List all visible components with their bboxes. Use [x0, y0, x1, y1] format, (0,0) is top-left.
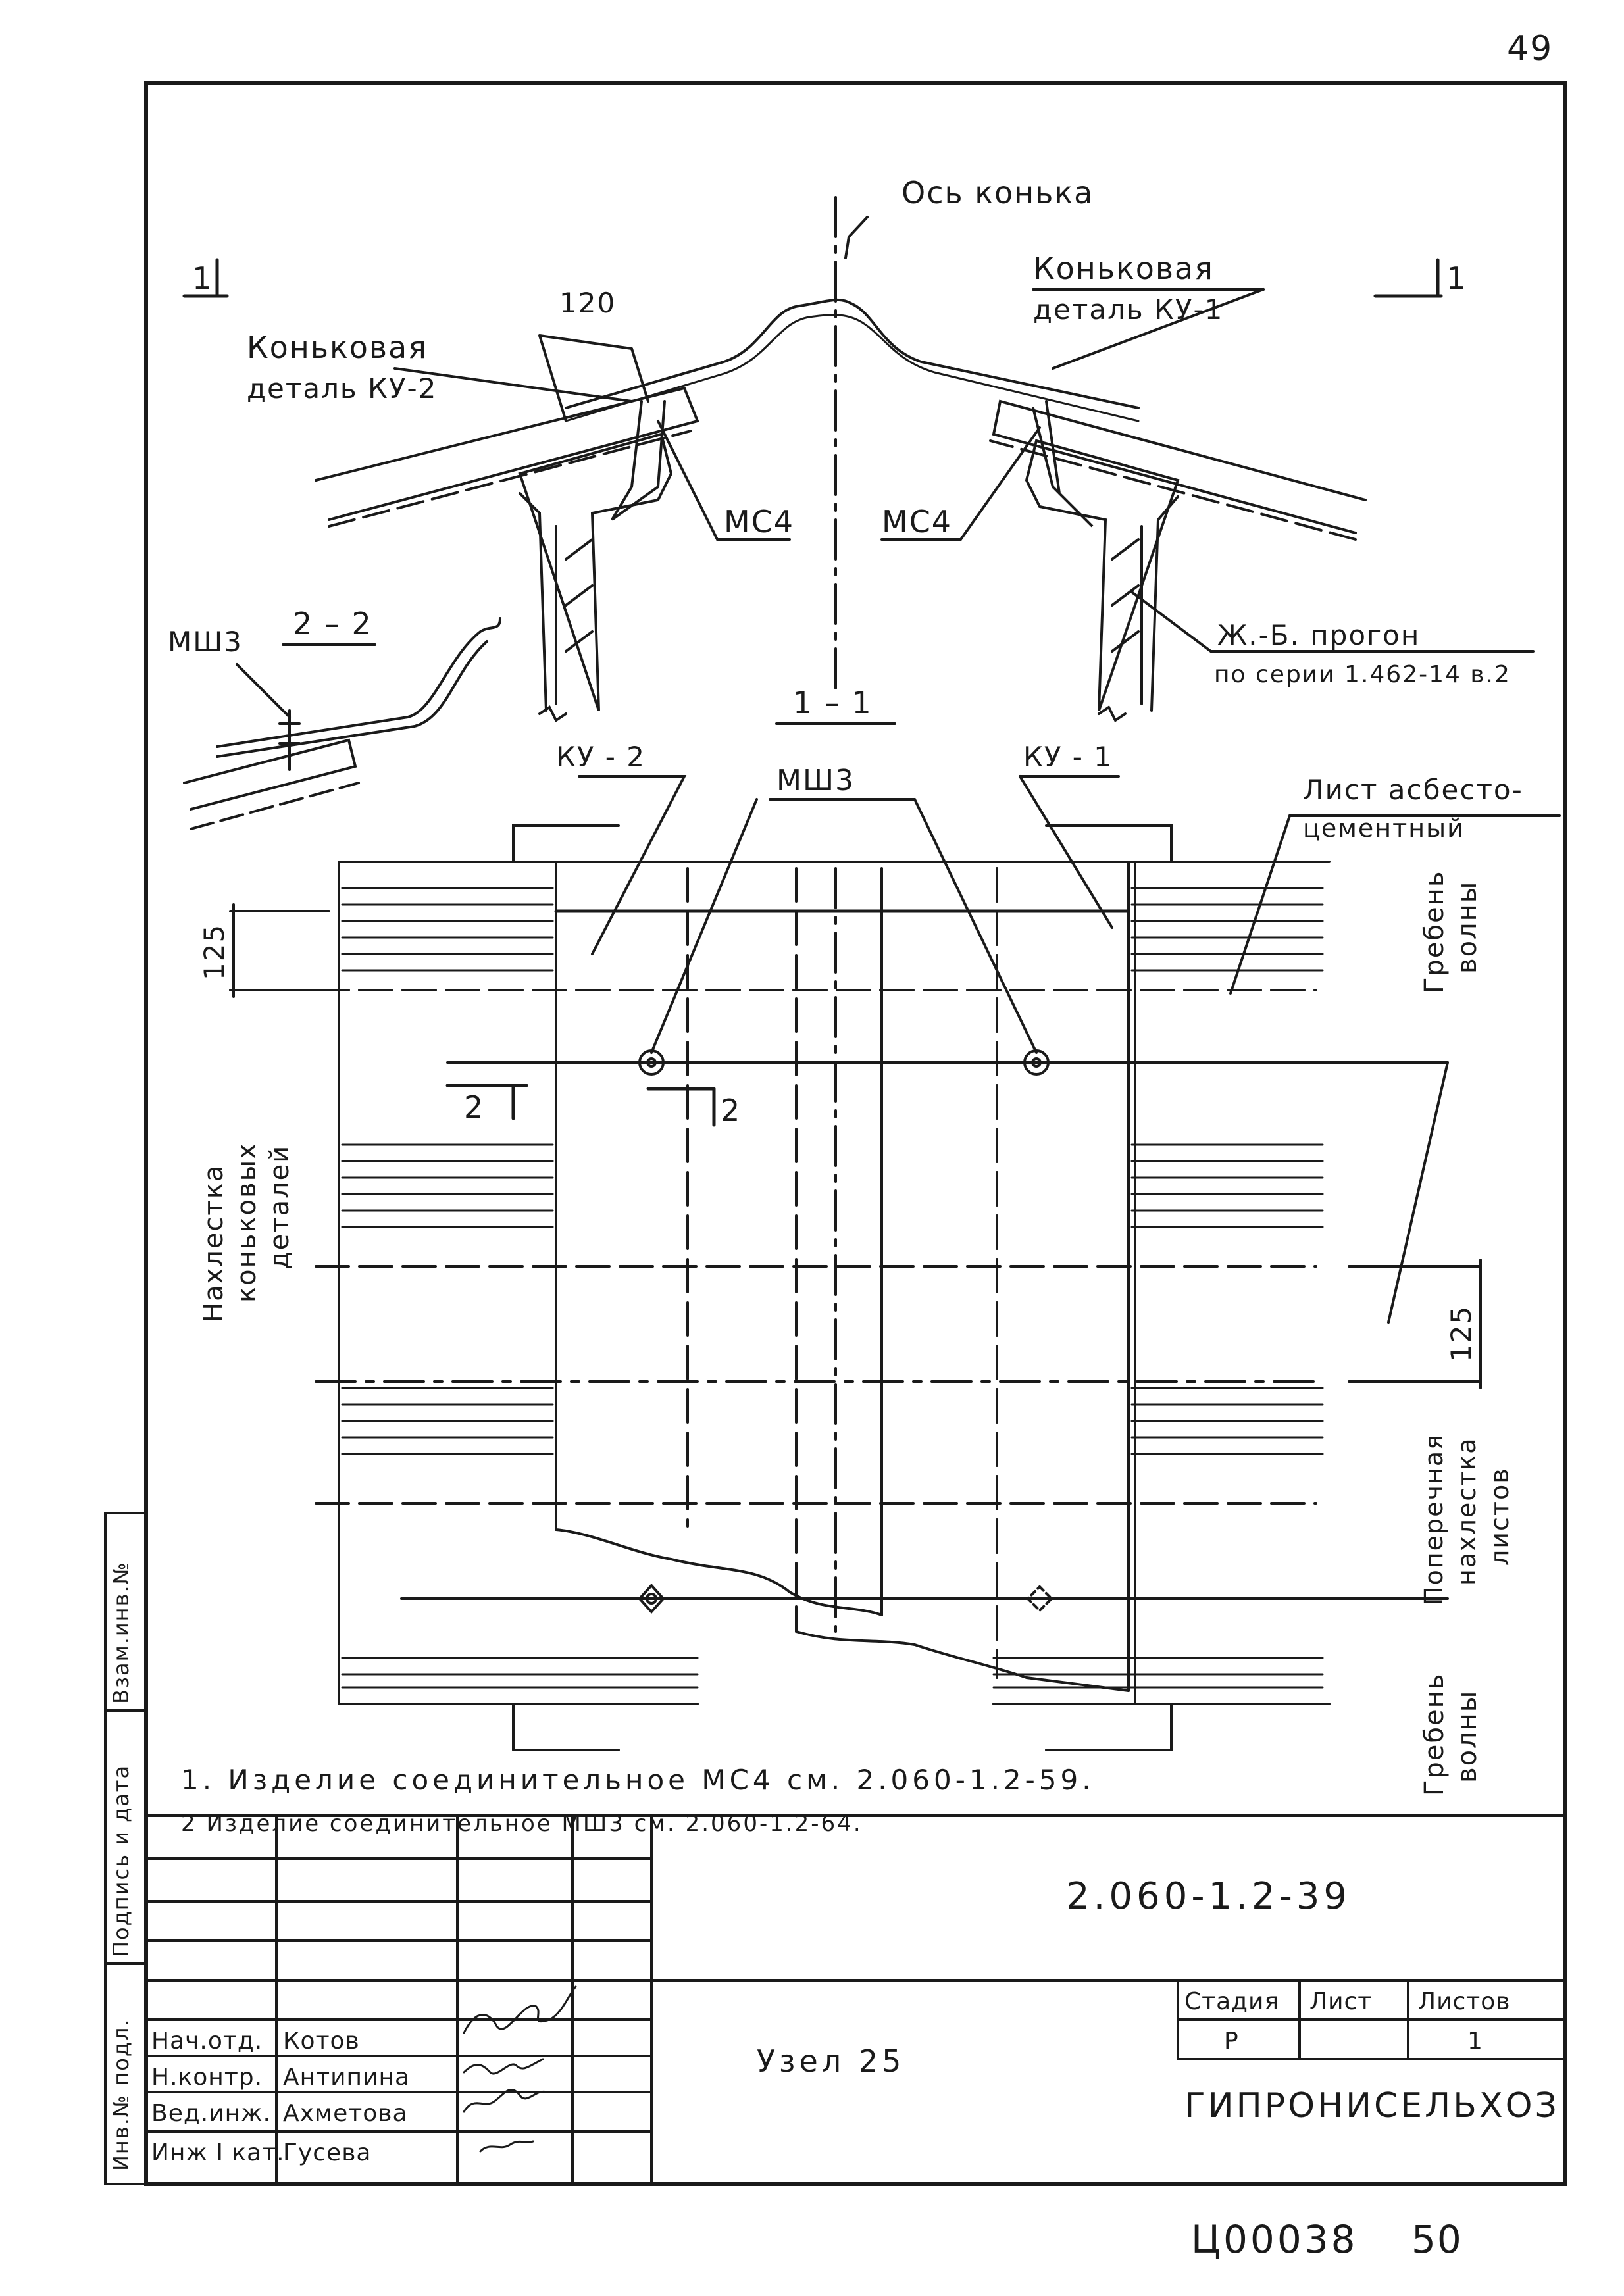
- left-roof-sheet: [315, 386, 699, 521]
- staff-name: Антипина: [283, 2064, 411, 2091]
- section-mark-left: 1: [192, 261, 213, 296]
- sheet-label-line2: цементный: [1303, 814, 1465, 843]
- staff-role: Вед.инж.: [151, 2100, 271, 2127]
- dim-125-top-label: 125: [198, 923, 230, 980]
- designation: 2.060-1.2-39: [1066, 1875, 1352, 1918]
- sheets-header: Листов: [1418, 1988, 1511, 2015]
- sheets-value: 1: [1467, 2028, 1483, 2055]
- staff-role: Н.контр.: [151, 2064, 263, 2091]
- note-1: 1. Изделие соединительное МС4 см. 2.060-…: [181, 1764, 1095, 1796]
- wave-crest-top-line1: Гребень: [1419, 870, 1450, 993]
- section-2-2: [183, 617, 501, 830]
- top-page-number: 49: [1507, 29, 1554, 68]
- cross-overlap-line1: Поперечная: [1419, 1434, 1448, 1605]
- sheet-header: Лист: [1309, 1988, 1373, 2015]
- title-block-grid: [145, 1814, 1566, 2185]
- margin-signature-date: Подпись и дата: [109, 1764, 134, 1957]
- ku2-plan-label: КУ - 2: [556, 741, 646, 773]
- bottom-code: Ц00038: [1191, 2217, 1358, 2262]
- ridge-ku2-line2: деталь КУ-2: [247, 372, 438, 405]
- ridge-overlap-line1: Нахлестка: [199, 1164, 229, 1322]
- stage-value: Р: [1224, 2028, 1239, 2055]
- sheet-label-line1: Лист асбесто-: [1303, 774, 1523, 806]
- ridge-ku2-line1: Коньковая: [247, 330, 428, 365]
- purlin-label-line2: по серии 1.462-14 в.2: [1214, 661, 1511, 688]
- right-roof-sheet: [992, 399, 1367, 534]
- left-purlin: [518, 432, 673, 712]
- ridge-section: [182, 196, 1535, 722]
- msh3-section-label: МШ3: [168, 626, 243, 658]
- staff-role: Нач.отд.: [151, 2028, 263, 2055]
- purlin-label-line1: Ж.-Б. прогон: [1217, 619, 1421, 651]
- plan-view: [229, 722, 1561, 1751]
- cross-overlap-line3: листов: [1485, 1467, 1514, 1566]
- staff-name: Ахметова: [283, 2100, 408, 2127]
- ms4-left-label: МС4: [724, 504, 795, 539]
- title: Узел 25: [757, 2043, 905, 2079]
- ridge-axis-label: Ось конька: [901, 175, 1094, 211]
- ms4-right-label: МС4: [882, 504, 953, 539]
- dim-120-label: 120: [559, 287, 617, 319]
- margin-vzam-inv: Взам.инв.№: [109, 1561, 134, 1704]
- bottom-page-number: 50: [1411, 2217, 1463, 2262]
- dim-125-right-label: 125: [1445, 1305, 1477, 1362]
- cut-mark-2-right: 2: [721, 1093, 742, 1128]
- margin-inv-podl: Инв.№ подл.: [109, 2018, 134, 2171]
- ridge-ku1-line2: деталь КУ-1: [1033, 293, 1224, 326]
- stage-header: Стадия: [1184, 1988, 1280, 2015]
- cut-mark-2-left: 2: [464, 1089, 485, 1125]
- ridge-detail-profile: [565, 298, 1140, 409]
- right-purlin: [1025, 439, 1180, 712]
- staff-name: Гусева: [283, 2139, 372, 2166]
- ridge-ku1-line1: Коньковая: [1033, 251, 1214, 286]
- ridge-overlap-line2: коньковых: [232, 1142, 262, 1303]
- msh3-plan-label: МШ3: [776, 764, 855, 797]
- organization: ГИПРОНИСЕЛЬХОЗ: [1184, 2086, 1560, 2126]
- drawing-frame: [144, 81, 1567, 2186]
- signatures: [463, 1985, 577, 2153]
- left-sheet-outline: [338, 861, 699, 1705]
- section-2-2-title: 2 – 2: [293, 606, 372, 641]
- cross-overlap-line2: нахлестка: [1452, 1437, 1481, 1585]
- staff-role: Инж I кат.: [151, 2139, 285, 2166]
- wave-crest-top-line2: волны: [1452, 880, 1483, 974]
- ku1-plan-label: КУ - 1: [1023, 741, 1113, 773]
- section-1-1-title: 1 – 1: [793, 685, 873, 720]
- staff-name: Котов: [283, 2028, 360, 2055]
- wave-crest-bottom-line2: волны: [1452, 1689, 1483, 1783]
- wave-crest-bottom-line1: Гребень: [1419, 1672, 1450, 1796]
- ridge-overlap-line3: деталей: [265, 1144, 295, 1270]
- note-2: 2 Изделие соединительное МШ3 см. 2.060-1…: [181, 1810, 863, 1837]
- section-mark-right: 1: [1446, 261, 1467, 296]
